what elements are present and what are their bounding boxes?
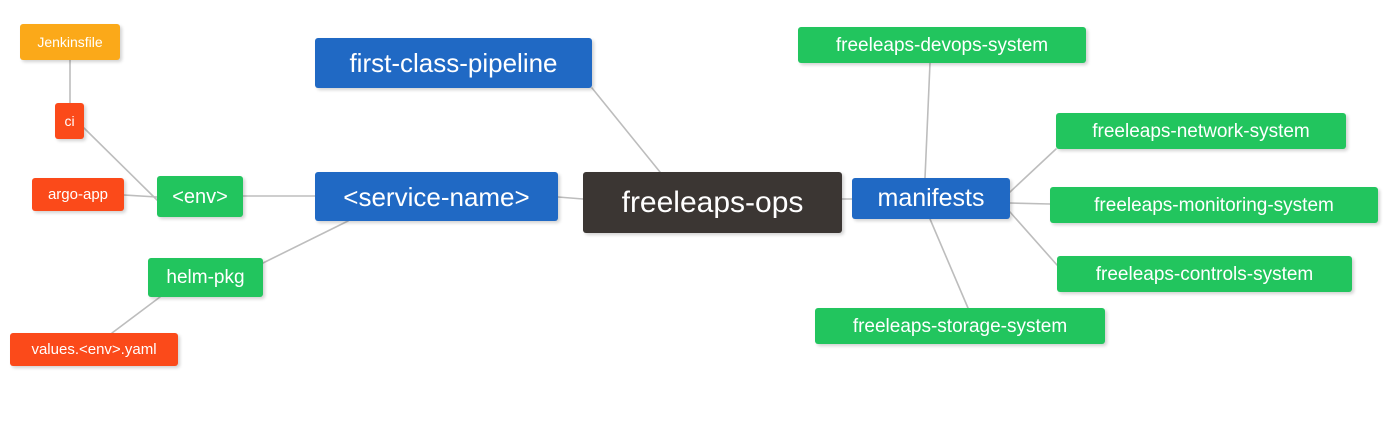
- node-helm-pkg[interactable]: helm-pkg: [148, 258, 263, 297]
- node-jenkinsfile[interactable]: Jenkinsfile: [20, 24, 120, 60]
- edge-service-name-to-helm-pkg: [262, 220, 349, 264]
- node-label: <service-name>: [343, 181, 530, 212]
- node-values-yaml[interactable]: values.<env>.yaml: [10, 333, 178, 366]
- edge-service-name-to-freeleaps-ops: [557, 196, 584, 200]
- node-label: first-class-pipeline: [349, 48, 558, 78]
- edge-manifests-to-monitoring-system: [1009, 202, 1051, 205]
- node-label: <env>: [172, 185, 228, 208]
- edge-argo-app-to-env: [123, 194, 158, 198]
- node-label: helm-pkg: [166, 267, 245, 288]
- node-monitoring-system[interactable]: freeleaps-monitoring-system: [1050, 187, 1378, 223]
- node-label: freeleaps-network-system: [1092, 120, 1310, 142]
- node-network-system[interactable]: freeleaps-network-system: [1056, 113, 1346, 149]
- edge-manifests-to-devops-system: [924, 62, 931, 179]
- node-controls-system[interactable]: freeleaps-controls-system: [1057, 256, 1352, 292]
- node-label: Jenkinsfile: [37, 34, 103, 50]
- node-label: ci: [64, 113, 75, 129]
- edge-manifests-to-storage-system: [929, 218, 969, 309]
- node-label: argo-app: [47, 186, 109, 203]
- node-argo-app[interactable]: argo-app: [32, 178, 124, 211]
- node-label: freeleaps-storage-system: [852, 315, 1068, 337]
- edge-first-class-pipeline-to-freeleaps-ops: [591, 87, 661, 173]
- node-service-name[interactable]: <service-name>: [315, 172, 558, 221]
- node-label: values.<env>.yaml: [31, 341, 157, 358]
- edge-manifests-to-network-system: [1009, 148, 1057, 193]
- node-manifests[interactable]: manifests: [852, 178, 1010, 219]
- node-devops-system[interactable]: freeleaps-devops-system: [798, 27, 1086, 63]
- node-label: freeleaps-ops: [621, 185, 804, 219]
- node-label: freeleaps-monitoring-system: [1094, 194, 1334, 216]
- node-ci[interactable]: ci: [55, 103, 84, 139]
- node-first-class-pipeline[interactable]: first-class-pipeline: [315, 38, 592, 88]
- node-storage-system[interactable]: freeleaps-storage-system: [815, 308, 1105, 344]
- edge-helm-pkg-to-values-yaml: [111, 296, 161, 334]
- node-label: freeleaps-controls-system: [1095, 263, 1314, 285]
- node-env[interactable]: <env>: [157, 176, 243, 217]
- node-freeleaps-ops[interactable]: freeleaps-ops: [583, 172, 842, 233]
- node-label: manifests: [877, 184, 985, 212]
- node-label: freeleaps-devops-system: [835, 34, 1049, 56]
